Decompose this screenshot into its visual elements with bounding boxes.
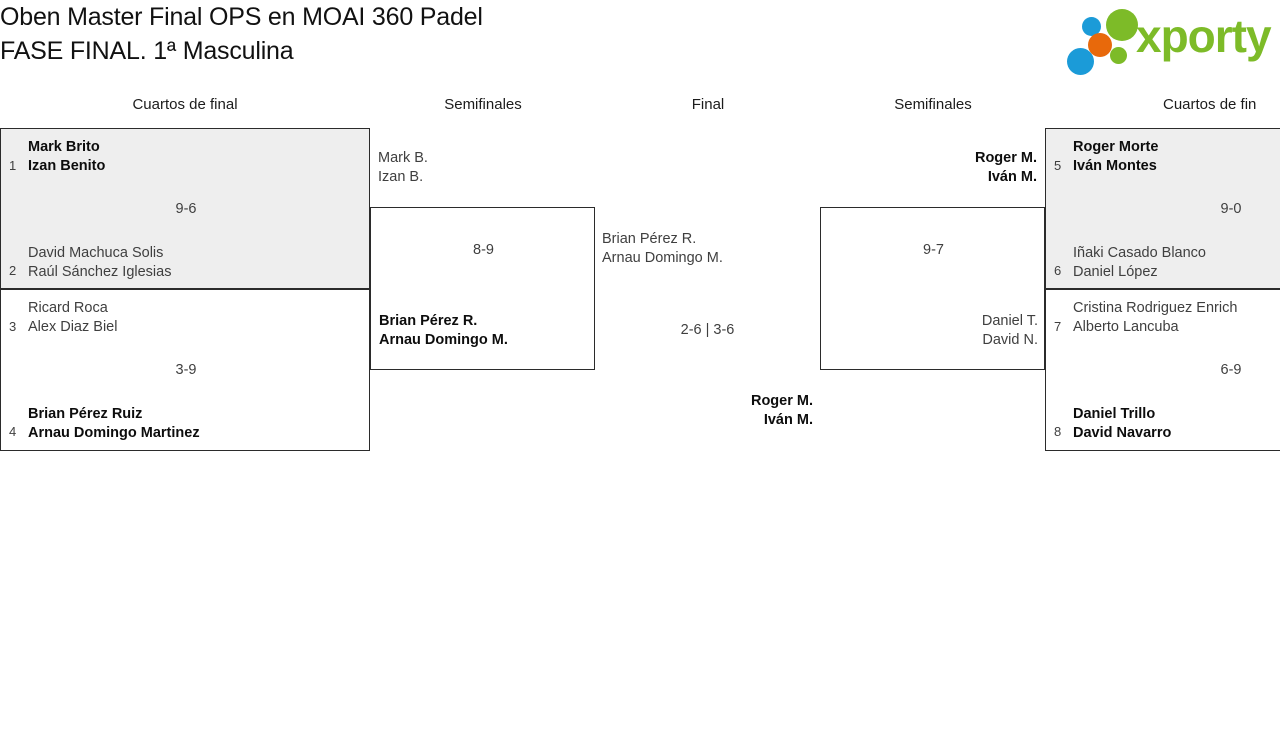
seed-number: 3: [9, 319, 17, 334]
team-name: David N.: [982, 332, 1038, 348]
team-name: Alex Diaz Biel: [28, 319, 118, 335]
match-left-qf-2[interactable]: 3 Ricard Roca Alex Diaz Biel 3-9 4 Brian…: [0, 289, 370, 451]
seed-number: 4: [9, 424, 17, 439]
logo-dot-blue-large: [1067, 48, 1094, 75]
team-name: Iván M.: [987, 169, 1037, 185]
logo-dot-green-large: [1106, 9, 1138, 41]
logo-dots-icon: [1058, 9, 1138, 75]
team-name: Ricard Roca: [28, 300, 108, 316]
match-left-semifinal[interactable]: 8-9 Brian Pérez R. Arnau Domingo M.: [370, 207, 595, 370]
team-name: Mark Brito: [28, 139, 100, 155]
seed-number: 2: [9, 263, 17, 278]
match-right-semifinal[interactable]: 9-7 Daniel T. David N.: [820, 207, 1045, 370]
team-name: Roger M.: [974, 150, 1037, 166]
team-name: Izan B.: [378, 169, 424, 185]
match-left-qf-1[interactable]: 1 Mark Brito Izan Benito 9-6 2 David Mac…: [0, 128, 370, 289]
logo-dot-green-small: [1110, 47, 1127, 64]
round-label-left-quarterfinals: Cuartos de final: [132, 96, 238, 113]
xporty-logo[interactable]: xporty: [1050, 6, 1276, 75]
team-name: Alberto Lancuba: [1073, 319, 1179, 335]
match-score: 9-0: [1220, 201, 1242, 217]
match-score: 3-9: [175, 362, 197, 378]
match-right-qf-2[interactable]: 7 Cristina Rodriguez Enrich Alberto Lanc…: [1045, 289, 1280, 451]
page-title: Oben Master Final OPS en MOAI 360 Padel …: [0, 0, 760, 68]
seed-number: 6: [1054, 263, 1062, 278]
team-name: David Machuca Solis: [28, 245, 164, 261]
logo-dot-orange: [1088, 33, 1112, 57]
team-name: Arnau Domingo M.: [602, 250, 723, 266]
seed-number: 1: [9, 158, 17, 173]
round-label-right-quarterfinals: Cuartos de fin: [1163, 96, 1257, 113]
match-score: 6-9: [1220, 362, 1242, 378]
round-label-right-semifinals: Semifinales: [894, 96, 972, 113]
match-right-qf-1[interactable]: 5 Roger Morte Iván Montes 9-0 6 Iñaki Ca…: [1045, 128, 1280, 289]
match-score: 8-9: [473, 242, 494, 258]
seed-number: 5: [1054, 158, 1062, 173]
logo-wordmark: xporty: [1136, 10, 1272, 62]
seed-number: 8: [1054, 424, 1062, 439]
logo-dot-blue-small: [1082, 17, 1101, 36]
round-label-final: Final: [691, 96, 725, 113]
team-name: Iván Montes: [1073, 158, 1157, 174]
team-name: Arnau Domingo Martinez: [28, 425, 200, 441]
team-name: Izan Benito: [28, 158, 106, 174]
team-name: Arnau Domingo M.: [379, 332, 508, 348]
team-name: Brian Pérez R.: [379, 313, 478, 329]
round-label-left-semifinals: Semifinales: [444, 96, 522, 113]
team-name: Daniel T.: [981, 313, 1038, 329]
team-name: Iván M.: [763, 412, 813, 428]
final-score: 2-6 | 3-6: [680, 322, 735, 338]
match-score: 9-6: [175, 201, 197, 217]
team-name: Raúl Sánchez Iglesias: [28, 264, 172, 280]
seed-number: 7: [1054, 319, 1062, 334]
team-name: Daniel Trillo: [1073, 406, 1156, 422]
title-line-2: FASE FINAL. 1ª Masculina: [0, 37, 294, 65]
match-score: 9-7: [923, 242, 944, 258]
team-name: Mark B.: [378, 150, 428, 166]
team-name: Iñaki Casado Blanco: [1073, 245, 1206, 261]
team-name: Roger Morte: [1073, 139, 1159, 155]
team-name: Brian Pérez Ruiz: [28, 406, 143, 422]
team-name: Roger M.: [750, 393, 813, 409]
title-line-1: Oben Master Final OPS en MOAI 360 Padel: [0, 3, 483, 31]
team-name: Daniel López: [1073, 264, 1158, 280]
team-name: Brian Pérez R.: [602, 231, 697, 247]
team-name: Cristina Rodriguez Enrich: [1073, 300, 1238, 316]
team-name: David Navarro: [1073, 425, 1172, 441]
